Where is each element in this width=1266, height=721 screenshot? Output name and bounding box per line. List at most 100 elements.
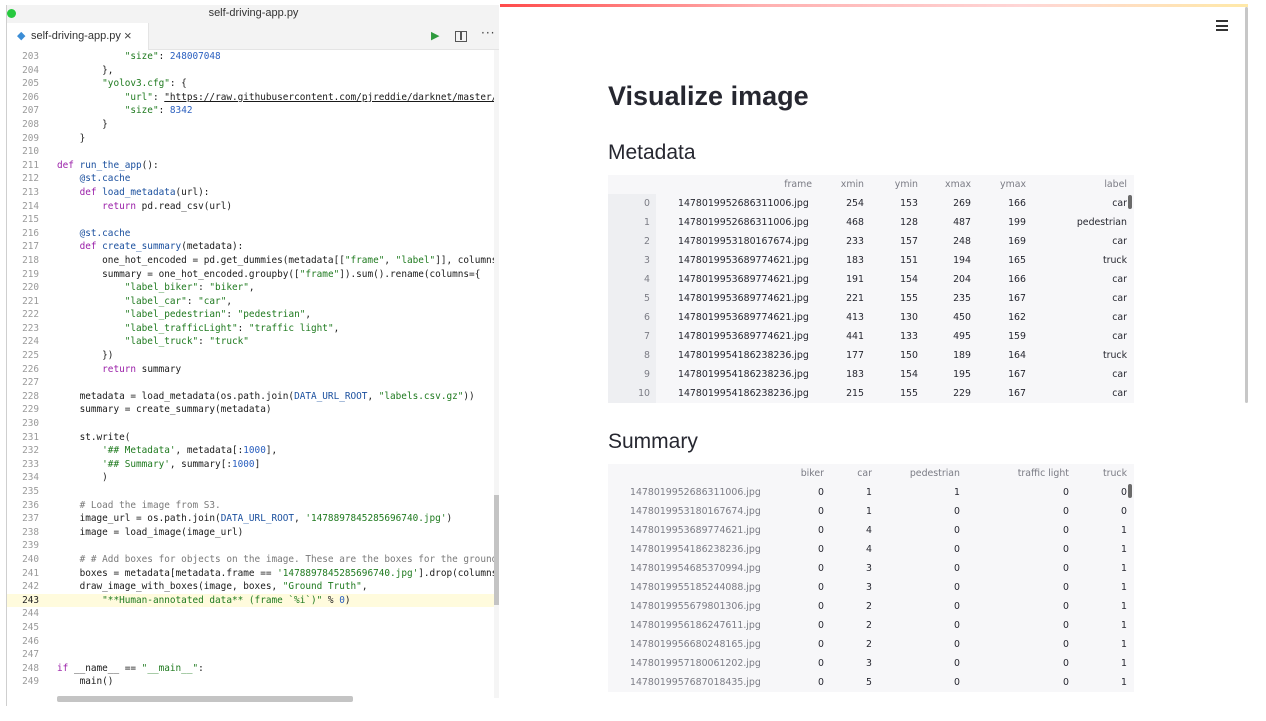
- code-line[interactable]: 232 '## Metadata', metadata[:1000],: [7, 444, 499, 458]
- code-line[interactable]: 239: [7, 539, 499, 553]
- line-number: 210: [22, 146, 39, 158]
- table-cell: 177: [846, 350, 864, 361]
- code-line[interactable]: 208 }: [7, 118, 499, 132]
- editor-tabbar: ◆ self-driving-app.py × ▶ ···: [7, 23, 499, 50]
- code-line[interactable]: 215: [7, 213, 499, 227]
- code-line[interactable]: 214 return pd.read_csv(url): [7, 200, 499, 214]
- code-line[interactable]: 220 "label_biker": "biker",: [7, 281, 499, 295]
- code-token: ): [102, 472, 108, 484]
- code-line[interactable]: 237 image_url = os.path.join(DATA_URL_RO…: [7, 512, 499, 526]
- code-line[interactable]: 225 }): [7, 349, 499, 363]
- table-scrollbar[interactable]: [1128, 195, 1132, 209]
- hamburger-menu-icon[interactable]: [1216, 20, 1228, 31]
- code-line[interactable]: 238 image = load_image(image_url): [7, 526, 499, 540]
- code-line[interactable]: 228 metadata = load_metadata(os.path.joi…: [7, 390, 499, 404]
- code-line[interactable]: 236 # Load the image from S3.: [7, 499, 499, 513]
- code-line[interactable]: 213 def load_metadata(url):: [7, 186, 499, 200]
- code-line[interactable]: 247: [7, 648, 499, 662]
- code-line[interactable]: 249 main(): [7, 675, 499, 689]
- code-line[interactable]: 205 "yolov3.cfg": {: [7, 77, 499, 91]
- app-vertical-scrollbar[interactable]: [1245, 7, 1248, 403]
- run-file-button[interactable]: ▶: [431, 29, 440, 42]
- table-cell: 189: [953, 350, 971, 361]
- code-line[interactable]: 222 "label_pedestrian": "pedestrian",: [7, 308, 499, 322]
- tab-self-driving-app[interactable]: ◆ self-driving-app.py ×: [7, 23, 149, 50]
- code-token: }: [79, 132, 86, 144]
- table-scrollbar[interactable]: [1128, 484, 1132, 498]
- code-token: "url": [124, 91, 153, 103]
- code-line[interactable]: 210: [7, 145, 499, 159]
- window-close-dot-icon[interactable]: [7, 9, 16, 18]
- editor-vertical-scroll-track[interactable]: [494, 50, 499, 698]
- editor-horizontal-scrollbar[interactable]: [57, 696, 353, 702]
- code-line[interactable]: 234 ): [7, 471, 499, 485]
- row-index: 1: [644, 217, 650, 228]
- code-line[interactable]: 224 "label_truck": "truck": [7, 335, 499, 349]
- code-token: :: [198, 662, 204, 674]
- code-line[interactable]: 221 "label_car": "car",: [7, 295, 499, 309]
- code-line[interactable]: 243 "**Human-annotated data** (frame `%i…: [7, 593, 499, 608]
- code-line[interactable]: 209 }: [7, 132, 499, 146]
- table-cell: 0: [954, 563, 960, 574]
- code-line[interactable]: 246: [7, 635, 499, 649]
- code-line[interactable]: 226 return summary: [7, 363, 499, 377]
- code-line[interactable]: 219 summary = one_hot_encoded.groupby(["…: [7, 268, 499, 282]
- code-line[interactable]: 217 def create_summary(metadata):: [7, 240, 499, 254]
- code-line[interactable]: 227: [7, 376, 499, 390]
- code-line[interactable]: 204 },: [7, 64, 499, 78]
- editor-vertical-scrollbar[interactable]: [494, 495, 499, 605]
- code-line[interactable]: 203 "size": 248007048: [7, 50, 499, 64]
- more-actions-icon[interactable]: ···: [481, 26, 496, 40]
- code-line[interactable]: 244: [7, 607, 499, 621]
- close-tab-icon[interactable]: ×: [124, 28, 132, 43]
- code-line[interactable]: 230: [7, 417, 499, 431]
- code-line[interactable]: 206 "url": "https://raw.githubuserconten…: [7, 91, 499, 105]
- code-text: boxes = metadata[metadata.frame == '1478…: [57, 567, 499, 581]
- code-line[interactable]: 231 st.write(: [7, 431, 499, 445]
- code-line[interactable]: 216 @st.cache: [7, 227, 499, 241]
- code-line[interactable]: 233 '## Summary', summary[:1000]: [7, 458, 499, 472]
- code-line[interactable]: 223 "label_trafficLight": "traffic light…: [7, 322, 499, 336]
- code-line[interactable]: 212 @st.cache: [7, 172, 499, 186]
- code-line[interactable]: 218 one_hot_encoded = pd.get_dummies(met…: [7, 254, 499, 268]
- code-line[interactable]: 241 boxes = metadata[metadata.frame == '…: [7, 567, 499, 581]
- split-editor-icon[interactable]: [455, 31, 467, 42]
- code-line[interactable]: 242 draw_image_with_boxes(image, boxes, …: [7, 580, 499, 594]
- code-token: DATA_URL_ROOT: [294, 390, 368, 402]
- code-token: 1000: [231, 458, 255, 470]
- code-line[interactable]: 245: [7, 621, 499, 635]
- code-line[interactable]: 235: [7, 485, 499, 499]
- code-line[interactable]: 240 # # Add boxes for objects on the ima…: [7, 553, 499, 567]
- code-token: main(): [79, 676, 114, 688]
- table-cell: 233: [846, 236, 864, 247]
- code-line[interactable]: 229 summary = create_summary(metadata): [7, 403, 499, 417]
- code-line[interactable]: 207 "size": 8342: [7, 104, 499, 118]
